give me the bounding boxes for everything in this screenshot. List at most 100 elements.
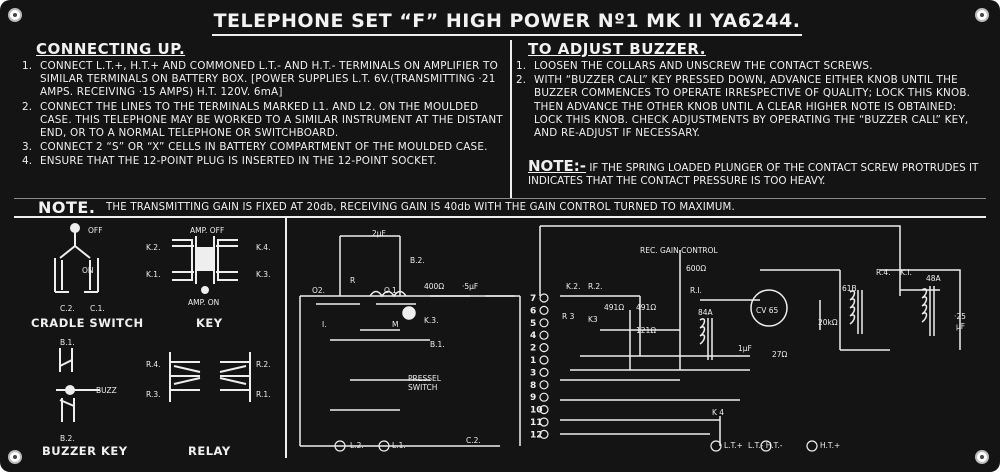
plug-pin bbox=[539, 417, 549, 427]
cradle-c2-label: C.2. bbox=[60, 304, 75, 313]
inductor-r bbox=[369, 290, 407, 298]
cap-2uf-label: 2µF bbox=[372, 229, 386, 238]
key-pivot bbox=[201, 286, 209, 294]
key-k1-label: K.1. bbox=[146, 270, 161, 279]
connecting-heading: CONNECTING UP. bbox=[36, 40, 186, 58]
key-title: KEY bbox=[196, 316, 223, 330]
section-rule bbox=[14, 198, 986, 199]
buzzer-item-text: WITH “BUZZER CALL” KEY PRESSED DOWN, ADV… bbox=[534, 74, 971, 140]
connecting-item-number: 2. bbox=[22, 100, 33, 113]
terminal-lt-plus bbox=[710, 440, 722, 452]
terminal-l2-label: L.2. bbox=[350, 441, 364, 450]
plug-pin-number: 1 bbox=[530, 356, 536, 366]
transformer-48a bbox=[921, 286, 935, 336]
plug-pin bbox=[539, 305, 549, 315]
res-600-label: 600Ω bbox=[686, 264, 707, 273]
transformer-61b bbox=[849, 290, 863, 334]
key-lever bbox=[197, 247, 213, 271]
terminal-ht-plus bbox=[806, 440, 818, 452]
plug-pin-number: 3 bbox=[530, 368, 536, 378]
terminal-l1-label: L.1. bbox=[392, 441, 406, 450]
winding-i-label: I. bbox=[322, 320, 327, 329]
valve-cv65 bbox=[750, 289, 788, 327]
inductor-r-label: R bbox=[350, 276, 356, 285]
buzzer-instructions: 1.LOOSEN THE COLLARS AND UNSCREW THE CON… bbox=[516, 60, 986, 141]
mic-m-label: M bbox=[392, 320, 399, 329]
connecting-item-number: 4. bbox=[22, 155, 33, 168]
plug-pin bbox=[539, 318, 549, 328]
terminal-lt-minus-label: L.T.- H.T.- bbox=[748, 441, 783, 450]
transformer-61b-label: 61B bbox=[842, 284, 857, 293]
plug-pin-number: 6 bbox=[530, 306, 536, 316]
cradle-c1-label: C.1. bbox=[90, 304, 105, 313]
res-400-label: 400Ω bbox=[424, 282, 445, 291]
connecting-item: 3.CONNECT 2 “S” OR “X” CELLS IN BATTERY … bbox=[22, 141, 504, 154]
plug-pin bbox=[539, 343, 549, 353]
key-k2-label: K.2. bbox=[146, 243, 161, 252]
cap-1uf-label: 1µF bbox=[738, 344, 752, 353]
plug-pin bbox=[539, 367, 549, 377]
pressel-switch-label: SWITCH bbox=[408, 383, 438, 392]
cradle-switch-contacts bbox=[54, 232, 99, 293]
buzzer-key-contacts bbox=[56, 348, 100, 422]
plug-pin-number: 2 bbox=[530, 344, 536, 354]
buzzer-key-title: BUZZER KEY bbox=[42, 444, 128, 458]
res-27-label: 27Ω bbox=[772, 350, 788, 359]
sw-k2-label: K.2. bbox=[566, 282, 581, 291]
sw-r2-label: R.2. bbox=[588, 282, 603, 291]
buzzer-note-label: NOTE:- bbox=[528, 157, 587, 175]
plug-pin-number: 5 bbox=[530, 319, 536, 329]
pressel-label: PRESSEL bbox=[408, 374, 441, 383]
relay-r1-label: R.1. bbox=[256, 390, 271, 399]
plug-pin-number: 11 bbox=[530, 418, 543, 428]
cap-25-label: ·25 bbox=[954, 312, 966, 321]
key-amp-on-label: AMP. ON bbox=[188, 298, 220, 307]
title-banner: TELEPHONE SET “F” HIGH POWER Nº1 MK II Y… bbox=[212, 8, 802, 36]
schematic-wiring bbox=[299, 225, 961, 447]
plug-pin bbox=[539, 380, 549, 390]
mounting-hole-bottom-left bbox=[8, 450, 22, 464]
plug-pin bbox=[539, 355, 549, 365]
key-k3-label: K.3. bbox=[256, 270, 271, 279]
plug-pin-number: 12 bbox=[530, 430, 543, 440]
plug-pin bbox=[539, 405, 549, 415]
column-divider bbox=[510, 40, 512, 198]
plug-pin-number: 8 bbox=[530, 381, 536, 391]
connecting-item: 2.CONNECT THE LINES TO THE TERMINALS MAR… bbox=[22, 101, 504, 141]
relay-contacts bbox=[169, 352, 251, 402]
cap-5uf-label: ·5µF bbox=[462, 282, 479, 291]
diagram-divider bbox=[285, 218, 287, 458]
terminal-lt-plus-label: L.T.+ bbox=[724, 441, 743, 450]
key-contacts bbox=[172, 236, 238, 284]
sw-b1-label: B.1. bbox=[430, 340, 445, 349]
buzzer-note: NOTE:- IF THE SPRING LOADED PLUNGER OF T… bbox=[528, 157, 988, 188]
sw-r4-label: R.4. bbox=[876, 268, 891, 277]
buzzer-heading: TO ADJUST BUZZER. bbox=[528, 40, 706, 58]
sw-k1-label: K.I. bbox=[900, 268, 912, 277]
plate-title: TELEPHONE SET “F” HIGH POWER Nº1 MK II Y… bbox=[213, 10, 801, 32]
transformer-48a-label: 48A bbox=[926, 274, 941, 283]
valve-cv65-label: CV 65 bbox=[756, 306, 779, 315]
gain-note-label: NOTE. bbox=[38, 198, 96, 217]
res-491b-label: 491Ω bbox=[636, 303, 657, 312]
connecting-item-text: CONNECT L.T.+, H.T.+ AND COMMONED L.T.- … bbox=[40, 60, 498, 99]
rec-gain-label: REC. GAIN CONTROL bbox=[640, 246, 718, 255]
cradle-switch-plunger bbox=[70, 223, 80, 233]
connecting-item-text: ENSURE THAT THE 12-POINT PLUG IS INSERTE… bbox=[40, 155, 437, 168]
key-k4-label: K.4. bbox=[256, 243, 271, 252]
relay-r3-label: R.3. bbox=[146, 390, 161, 399]
buzzer-note-text: IF THE SPRING LOADED PLUNGER OF THE CONT… bbox=[528, 162, 979, 187]
winding-o2-label: O2. bbox=[312, 286, 326, 295]
buzzer-item-number: 1. bbox=[516, 60, 527, 72]
plug-pin bbox=[539, 392, 549, 402]
transformer-84a bbox=[699, 318, 713, 360]
cradle-on-label: ON bbox=[82, 266, 94, 275]
res-491a-label: 491Ω bbox=[604, 303, 625, 312]
plug-pin-number: 9 bbox=[530, 393, 536, 403]
connecting-item-number: 3. bbox=[22, 141, 33, 154]
buzzer-key-pivot bbox=[65, 385, 75, 395]
gain-note-text: THE TRANSMITTING GAIN IS FIXED AT 20db, … bbox=[106, 202, 735, 213]
